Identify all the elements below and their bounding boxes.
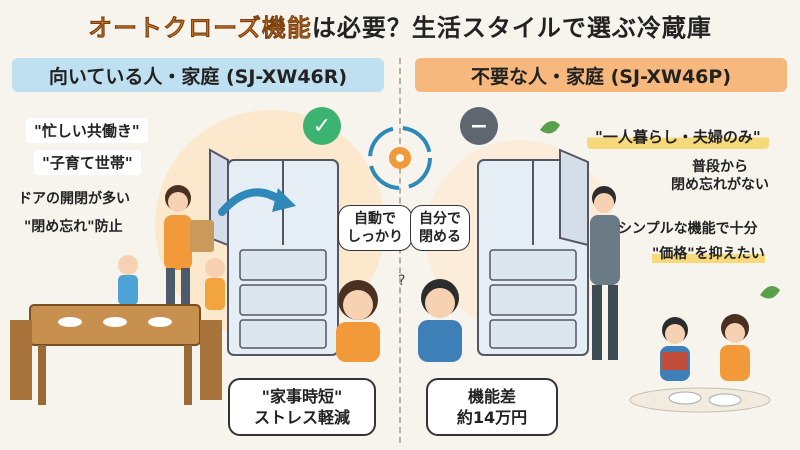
family-walking-illustration <box>118 185 225 310</box>
page-title: オートクローズ機能は必要？生活スタイルで選ぶ冷蔵庫 <box>0 8 800 43</box>
left-tag-busy-couple: "忙しい共働き" <box>26 118 148 143</box>
man-thinking-illustration <box>418 279 462 362</box>
closing-arrow-icon <box>218 188 284 216</box>
swap-gear-icon <box>368 126 432 190</box>
right-speech-bubble: 自分で 閉める <box>410 205 470 251</box>
question-mark-icon: ? <box>398 273 405 289</box>
left-tag-child-rearing: "子育て世帯" <box>34 150 141 175</box>
minus-icon: − <box>460 107 498 145</box>
title-highlight: オートクローズ機能 <box>88 14 312 42</box>
left-speech-bubble: 自動で しっかり <box>338 205 412 251</box>
right-tag-single-couple: "一人暮らし・夫婦のみ" <box>587 124 769 149</box>
left-callout-benefit: "家事時短" ストレス軽減 <box>228 378 376 436</box>
couple-dining-illustration <box>629 314 771 413</box>
check-icon: ✓ <box>303 107 341 145</box>
woman-thinking-illustration <box>336 280 380 362</box>
right-note-no-forget: 普段から 閉め忘れがない <box>671 159 769 193</box>
man-closing-door-illustration <box>590 186 620 360</box>
right-note-simple-enough: シンプルな機能で十分 <box>618 221 758 237</box>
right-callout-price-diff: 機能差 約14万円 <box>426 378 558 436</box>
right-note-reduce-price: "価格"を抑えたい <box>652 243 765 263</box>
dining-table-illustration <box>10 304 222 405</box>
right-section-header: 不要な人・家庭 (SJ-XW46P) <box>415 58 787 92</box>
left-section-header: 向いている人・家庭 (SJ-XW46R) <box>12 58 384 92</box>
left-fridge-icon <box>209 148 339 356</box>
right-fridge-icon <box>477 148 589 356</box>
left-note-prevent-forget: "閉め忘れ"防止 <box>24 219 123 235</box>
left-note-door-frequency: ドアの開閉が多い <box>18 191 130 207</box>
leaf-icon <box>540 121 560 134</box>
leaf-icon <box>760 286 780 299</box>
title-rest: は必要？生活スタイルで選ぶ冷蔵庫 <box>311 14 712 42</box>
closing-arrowhead-icon <box>272 188 296 212</box>
